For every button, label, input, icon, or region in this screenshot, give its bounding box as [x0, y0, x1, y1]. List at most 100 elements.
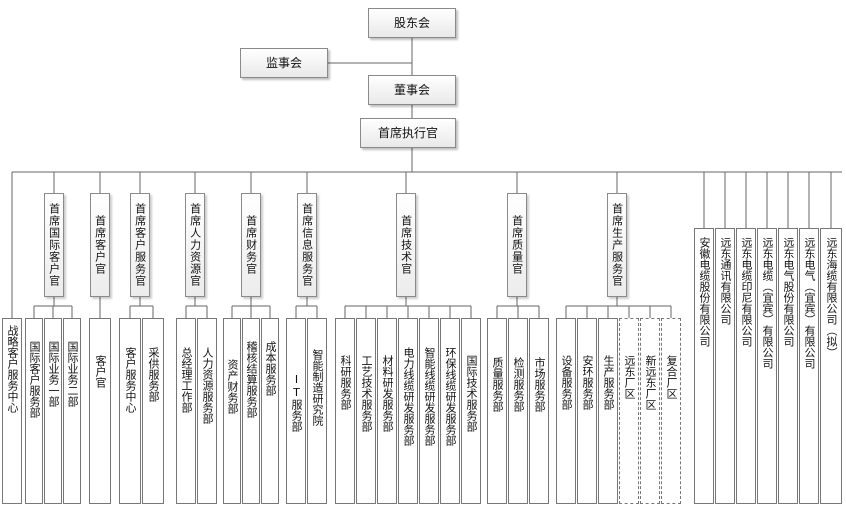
dept-label: 成本服务部	[264, 341, 277, 396]
company-indonesia[interactable]: 远东电缆印尼有限公司	[736, 228, 756, 504]
dept-label: 智能线缆研发服务部	[423, 347, 436, 446]
dept-label: 新远东厂区	[644, 355, 657, 410]
officer-quality[interactable]: 首席质量官	[507, 193, 527, 297]
officer-tech-label: 首席技术官	[399, 215, 413, 275]
dept-label: 稽核结算服务部	[245, 341, 258, 418]
company-label: 安徽电缆股份有限公司	[698, 237, 711, 347]
officer-info-label: 首席信息服务官	[300, 203, 314, 287]
dept-strategic-customer-center[interactable]: 战略客户服务中心	[2, 318, 22, 504]
dept-intl-business-2[interactable]: 国际业务二部	[63, 318, 81, 504]
officer-customer-label: 首席客户官	[93, 215, 107, 275]
dept-label: 人力资源服务部	[201, 347, 214, 424]
dept-gm-office[interactable]: 总经理工作部	[176, 318, 196, 504]
dept-equipment-service[interactable]: 设备服务部	[556, 318, 576, 504]
supervisors-box[interactable]: 监事会	[240, 48, 328, 78]
officer-hr-label: 首席人力资源官	[188, 203, 202, 287]
dept-customer-service-center[interactable]: 客户服务中心	[119, 318, 141, 504]
ceo-label: 首席执行官	[377, 125, 438, 140]
officer-finance-label: 首席财务官	[244, 215, 258, 275]
dept-composite-plant[interactable]: 复合厂区	[661, 318, 681, 504]
dept-new-yuandong-plant[interactable]: 新远东厂区	[640, 318, 660, 504]
dept-label: 质量服务部	[491, 357, 504, 412]
officer-info[interactable]: 首席信息服务官	[297, 193, 317, 297]
dept-label: 远东厂区	[623, 355, 636, 399]
officer-customer[interactable]: 首席客户官	[90, 193, 110, 297]
officer-production-label: 首席生产服务官	[610, 203, 624, 287]
dept-label: 资产财务部	[226, 359, 239, 414]
company-label: 远东电气股份有限公司	[782, 237, 795, 347]
dept-quality-service[interactable]: 质量服务部	[487, 318, 507, 504]
dept-label: 国际业务一部	[47, 341, 60, 407]
officer-finance[interactable]: 首席财务官	[241, 193, 261, 297]
officer-quality-label: 首席质量官	[510, 215, 524, 275]
company-electric-yibin[interactable]: 远东电气（宜宾）有限公司	[799, 228, 819, 504]
dept-label: 科研服务部	[339, 355, 352, 410]
dept-power-cable-rd[interactable]: 电力线缆研发服务部	[398, 318, 418, 504]
dept-eco-cable-rd[interactable]: 环保线缆研发服务部	[440, 318, 460, 504]
dept-it-service[interactable]: IT服务部	[286, 318, 306, 504]
supervisors-label: 监事会	[265, 55, 302, 70]
dept-procurement[interactable]: 采供服务部	[142, 318, 164, 504]
dept-label: 战略客户服务中心	[6, 325, 19, 413]
dept-label: 客户服务中心	[124, 347, 137, 413]
dept-label: 生产服务部	[602, 355, 615, 410]
dept-process-tech-service[interactable]: 工艺技术服务部	[356, 318, 376, 504]
dept-label: IT服务部	[290, 373, 303, 432]
dept-label: 市场服务部	[533, 357, 546, 412]
dept-audit-settlement[interactable]: 稽核结算服务部	[242, 318, 260, 504]
dept-label: 采供服务部	[147, 347, 160, 402]
dept-testing-service[interactable]: 检测服务部	[508, 318, 528, 504]
dept-label: 国际业务二部	[66, 341, 79, 407]
company-electric[interactable]: 远东电气股份有限公司	[778, 228, 798, 504]
dept-label: 国际客户服务部	[28, 341, 41, 418]
dept-label: 材料研发服务部	[381, 355, 394, 432]
company-yuandong-comm[interactable]: 远东通讯有限公司	[715, 228, 735, 504]
dept-production-service[interactable]: 生产服务部	[598, 318, 618, 504]
officer-intl[interactable]: 首席国际客户官	[44, 193, 64, 297]
company-label: 远东电缆印尼有限公司	[740, 237, 753, 347]
dept-label: 设备服务部	[560, 355, 573, 410]
dept-label: 总经理工作部	[180, 347, 193, 413]
company-label: 远东通讯有限公司	[719, 237, 732, 325]
dept-safety-env-service[interactable]: 安环服务部	[577, 318, 597, 504]
company-cable-yibin[interactable]: 远东电缆（宜宾）有限公司	[757, 228, 777, 504]
company-submarine-cable[interactable]: 远东海缆有限公司（拟）	[820, 228, 842, 504]
dept-smart-cable-rd[interactable]: 智能线缆研发服务部	[419, 318, 439, 504]
board-box[interactable]: 董事会	[368, 75, 456, 105]
ceo-box[interactable]: 首席执行官	[360, 118, 456, 148]
dept-label: 智能制造研究院	[311, 349, 324, 426]
dept-intl-customer-service[interactable]: 国际客户服务部	[25, 318, 43, 504]
officer-service-label: 首席客户服务官	[133, 203, 147, 287]
dept-material-rd-service[interactable]: 材料研发服务部	[377, 318, 397, 504]
company-label: 远东海缆有限公司（拟）	[825, 237, 838, 358]
officer-production[interactable]: 首席生产服务官	[607, 193, 627, 297]
dept-label: 国际技术服务部	[465, 355, 478, 432]
dept-label: 复合厂区	[665, 355, 678, 399]
dept-market-service[interactable]: 市场服务部	[529, 318, 549, 504]
shareholders-box[interactable]: 股东会	[368, 8, 456, 38]
dept-customer-officer[interactable]: 客户官	[89, 318, 111, 504]
dept-smart-manufacturing-institute[interactable]: 智能制造研究院	[307, 318, 327, 504]
company-label: 远东电缆（宜宾）有限公司	[761, 237, 774, 369]
officer-hr[interactable]: 首席人力资源官	[185, 193, 205, 297]
dept-intl-tech-service[interactable]: 国际技术服务部	[461, 318, 481, 504]
dept-cost-service[interactable]: 成本服务部	[261, 318, 279, 504]
dept-label: 环保线缆研发服务部	[444, 347, 457, 446]
dept-yuandong-plant[interactable]: 远东厂区	[619, 318, 639, 504]
dept-label: 工艺技术服务部	[360, 355, 373, 432]
dept-label: 客户官	[94, 355, 107, 388]
dept-intl-business-1[interactable]: 国际业务一部	[44, 318, 62, 504]
dept-label: 安环服务部	[581, 355, 594, 410]
dept-research-service[interactable]: 科研服务部	[335, 318, 355, 504]
dept-label: 检测服务部	[512, 357, 525, 412]
company-anhui-cable[interactable]: 安徽电缆股份有限公司	[694, 228, 714, 504]
dept-hr-service[interactable]: 人力资源服务部	[197, 318, 217, 504]
dept-asset-finance[interactable]: 资产财务部	[223, 318, 241, 504]
board-label: 董事会	[393, 82, 430, 97]
officer-service[interactable]: 首席客户服务官	[130, 193, 150, 297]
officer-tech[interactable]: 首席技术官	[396, 193, 416, 297]
company-label: 远东电气（宜宾）有限公司	[803, 237, 816, 369]
shareholders-label: 股东会	[393, 15, 430, 30]
officer-intl-label: 首席国际客户官	[47, 203, 61, 287]
